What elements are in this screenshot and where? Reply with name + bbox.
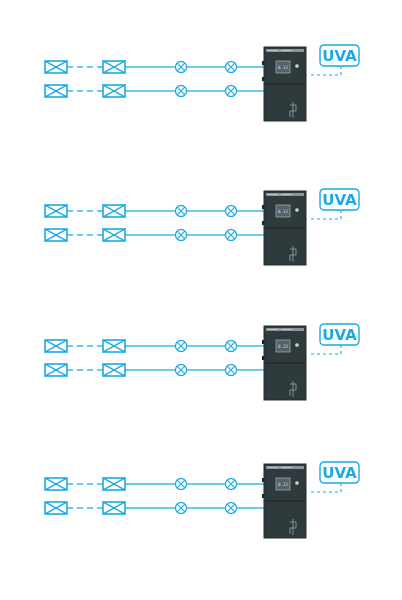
sensor-envelope-icon — [44, 339, 68, 353]
screen-readout: 0.13 — [278, 344, 288, 349]
sensor-row — [44, 84, 264, 98]
control-cabinet-icon: 0.13 — [262, 325, 307, 401]
junction-circle-x-icon — [174, 60, 188, 74]
display-screen — [275, 204, 291, 218]
uva-connector — [308, 483, 342, 493]
sensor-envelope-icon — [44, 477, 68, 491]
display-screen — [275, 477, 291, 491]
control-cabinet-icon: 0.13 — [262, 190, 307, 266]
sensor-row — [44, 477, 264, 491]
panel-4: 0.13 UVA — [44, 461, 360, 539]
screen-readout: 0.13 — [278, 209, 288, 214]
junction-circle-x-icon — [224, 501, 238, 515]
panel-3: 0.13 UVA — [44, 323, 360, 401]
sensor-row — [44, 204, 264, 218]
junction-circle-x-icon — [224, 363, 238, 377]
control-cabinet-icon: 0.13 — [262, 463, 307, 539]
sensor-envelope-icon — [44, 84, 68, 98]
uva-connector — [308, 345, 342, 355]
junction-circle-x-icon — [174, 501, 188, 515]
uva-connector — [308, 210, 342, 220]
junction-circle-x-icon — [224, 477, 238, 491]
screen-readout: 0.13 — [278, 482, 288, 487]
junction-circle-x-icon — [224, 60, 238, 74]
sensor-row — [44, 228, 264, 242]
sensor-envelope-icon — [102, 501, 126, 515]
sensor-row — [44, 501, 264, 515]
screen-readout: 0.13 — [278, 65, 288, 70]
sensor-envelope-icon — [102, 60, 126, 74]
panel-1: 0.13 UVA — [44, 44, 360, 122]
panel-2: 0.13 UVA — [44, 188, 360, 266]
junction-circle-x-icon — [174, 204, 188, 218]
sensor-envelope-icon — [102, 84, 126, 98]
junction-circle-x-icon — [174, 477, 188, 491]
sensor-envelope-icon — [44, 204, 68, 218]
uva-badge: UVA — [319, 461, 360, 484]
junction-circle-x-icon — [224, 228, 238, 242]
uva-badge: UVA — [319, 44, 360, 67]
uva-connector — [308, 66, 342, 76]
junction-circle-x-icon — [224, 204, 238, 218]
uva-label: UVA — [322, 191, 357, 209]
display-screen — [275, 60, 291, 74]
junction-circle-x-icon — [224, 84, 238, 98]
sensor-envelope-icon — [102, 477, 126, 491]
uva-label: UVA — [322, 326, 357, 344]
sensor-row — [44, 363, 264, 377]
uva-label: UVA — [322, 464, 357, 482]
sensor-row — [44, 60, 264, 74]
junction-circle-x-icon — [224, 339, 238, 353]
sensor-envelope-icon — [102, 228, 126, 242]
sensor-row — [44, 339, 264, 353]
sensor-envelope-icon — [44, 501, 68, 515]
junction-circle-x-icon — [174, 228, 188, 242]
control-cabinet-icon: 0.13 — [262, 46, 307, 122]
sensor-envelope-icon — [44, 60, 68, 74]
sensor-envelope-icon — [44, 363, 68, 377]
sensor-envelope-icon — [102, 363, 126, 377]
junction-circle-x-icon — [174, 363, 188, 377]
junction-circle-x-icon — [174, 84, 188, 98]
sensor-envelope-icon — [102, 339, 126, 353]
junction-circle-x-icon — [174, 339, 188, 353]
sensor-envelope-icon — [44, 228, 68, 242]
uva-label: UVA — [322, 47, 357, 65]
sensor-envelope-icon — [102, 204, 126, 218]
display-screen — [275, 339, 291, 353]
uva-badge: UVA — [319, 323, 360, 346]
uva-badge: UVA — [319, 188, 360, 211]
